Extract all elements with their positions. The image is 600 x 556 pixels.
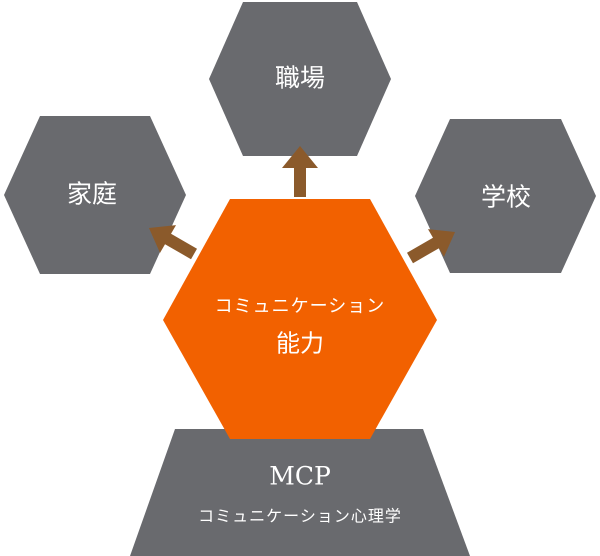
hexagon-top-shape xyxy=(209,2,391,156)
hexagon-right-shape xyxy=(415,119,596,273)
arrow-left xyxy=(148,225,197,260)
base-label-line1: MCP xyxy=(269,462,331,491)
arrow-right-shape xyxy=(407,229,456,264)
arrow-up-shape xyxy=(282,146,318,197)
hexagon-left-label: 家庭 xyxy=(67,180,117,209)
base-label-line2: コミュニケーション心理学 xyxy=(198,507,402,526)
hexagon-center: コミュニケーション 能力 xyxy=(163,199,437,439)
hexagon-right: 学校 xyxy=(415,119,596,273)
hexagon-right-label: 学校 xyxy=(481,183,531,212)
base-trapezoid xyxy=(130,429,470,556)
arrow-right xyxy=(407,229,456,264)
arrow-left-shape xyxy=(148,225,197,260)
arrow-up xyxy=(282,146,318,197)
center-label-line2: 能力 xyxy=(276,330,324,358)
hexagon-left: 家庭 xyxy=(4,116,186,274)
hexagon-left-shape xyxy=(4,116,186,274)
hexagon-center-shape xyxy=(163,199,437,439)
center-label-line1: コミュニケーション xyxy=(215,296,386,317)
hexagon-top: 職場 xyxy=(209,2,391,156)
hexagon-top-label: 職場 xyxy=(275,64,325,93)
